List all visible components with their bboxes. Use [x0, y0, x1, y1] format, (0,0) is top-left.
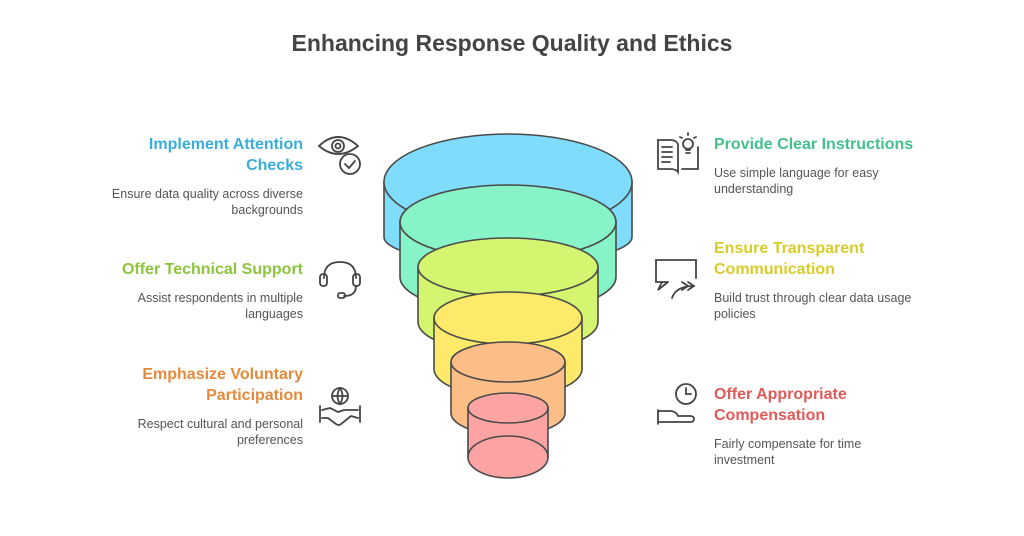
funnel-layer-side: [467, 407, 549, 479]
item-technical-support: Offer Technical Support Assist responden…: [103, 259, 303, 322]
eye-check-icon: [317, 136, 361, 175]
book-lightbulb-icon: [657, 132, 699, 175]
item-title: Provide Clear Instructions: [714, 136, 914, 153]
item-description: Build trust through clear data usage pol…: [714, 291, 912, 321]
funnel-layer-top: [450, 341, 566, 383]
funnel-layer-6: [467, 392, 549, 479]
funnel-layer-top: [417, 237, 599, 297]
item-title: Offer Appropriate Compensation: [714, 386, 847, 424]
item-clear-instructions: Provide Clear Instructions Use simple la…: [714, 134, 914, 197]
item-description: Fairly compensate for time investment: [714, 437, 862, 467]
hand-clock-icon: [657, 383, 697, 425]
item-transparent-communication: Ensure Transparent Communication Build t…: [714, 238, 914, 322]
item-title: Offer Technical Support: [121, 261, 303, 278]
item-attention-checks: Implement Attention Checks Ensure data q…: [103, 134, 303, 218]
headset-icon: [319, 261, 361, 299]
item-description: Ensure data quality across diverse backg…: [111, 187, 303, 217]
speech-bubble-arrow-icon: [655, 259, 697, 299]
item-description: Respect cultural and personal preference…: [137, 417, 303, 447]
funnel-layer-top: [467, 392, 549, 424]
page-title: Enhancing Response Quality and Ethics: [291, 30, 733, 56]
item-voluntary-participation: Emphasize Voluntary Participation Respec…: [103, 364, 303, 448]
item-compensation: Offer Appropriate Compensation Fairly co…: [714, 384, 914, 468]
item-description: Use simple language for easy understandi…: [714, 166, 879, 196]
item-title: Implement Attention Checks: [148, 136, 303, 174]
funnel-bottom-edge: [467, 435, 549, 458]
item-description: Assist respondents in multiple languages: [137, 291, 303, 321]
handshake-globe-icon: [319, 387, 361, 426]
funnel-layer-top: [433, 291, 583, 345]
item-title: Ensure Transparent Communication: [714, 240, 865, 278]
item-title: Emphasize Voluntary Participation: [142, 366, 303, 404]
